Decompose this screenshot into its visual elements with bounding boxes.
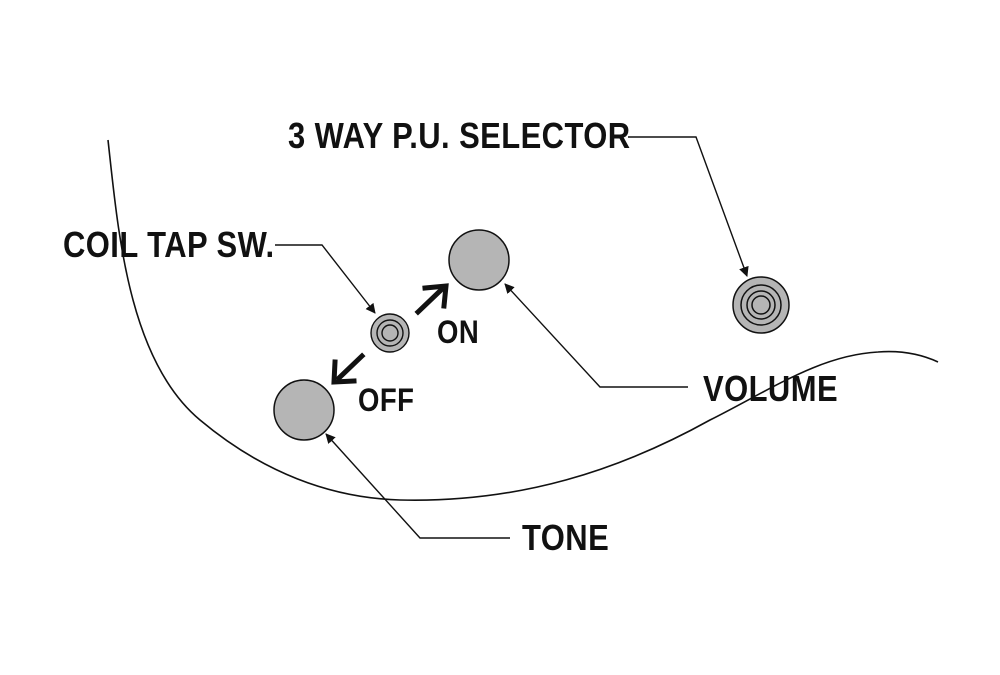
coil-tap-leader-line (275, 244, 376, 314)
coil-tap-switch (370, 313, 410, 353)
tone-knob (273, 379, 335, 441)
volume-leader-line (504, 283, 688, 388)
selector-label: 3 WAY P.U. SELECTOR (288, 115, 631, 156)
volume-label: VOLUME (703, 368, 839, 409)
pickup-selector-switch (732, 276, 790, 334)
volume-knob (448, 229, 510, 291)
off-label: OFF (358, 382, 415, 418)
tone-label: TONE (522, 517, 610, 558)
selector-leader-line (628, 136, 749, 277)
tone-leader-line (325, 433, 510, 539)
off-direction-arrow (331, 352, 366, 385)
body-outline-curve (107, 139, 939, 501)
on-direction-arrow (414, 283, 449, 316)
coil-tap-label: COIL TAP SW. (63, 224, 275, 265)
on-label: ON (437, 314, 480, 350)
